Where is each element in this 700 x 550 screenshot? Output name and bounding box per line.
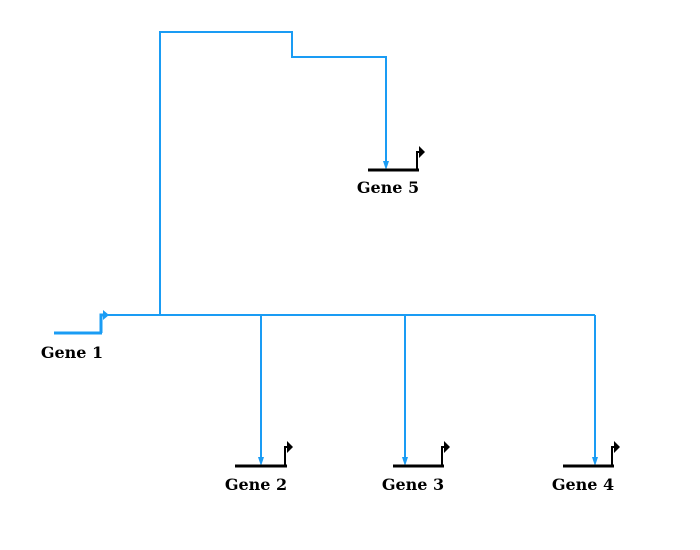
- edge-arrowheads: [258, 161, 598, 466]
- gene-1-label: Gene 1: [41, 343, 103, 362]
- gene-1: Gene 1: [41, 310, 109, 362]
- promoter-arrow-icon: [287, 441, 293, 453]
- gene-3: Gene 3: [382, 441, 450, 494]
- gene-2: Gene 2: [225, 441, 293, 494]
- gene-3-label: Gene 3: [382, 475, 444, 494]
- gene-5: Gene 5: [357, 146, 425, 197]
- promoter-arrow-icon: [419, 146, 425, 158]
- promoter-arrow-icon: [614, 441, 620, 453]
- regulation-edges: [108, 31, 596, 460]
- gene-4: Gene 4: [552, 441, 620, 494]
- gene-4-label: Gene 4: [552, 475, 614, 494]
- arrowhead-icon: [383, 161, 389, 170]
- arrowhead-icon: [258, 457, 264, 466]
- arrowhead-icon: [592, 457, 598, 466]
- gene-5-label: Gene 5: [357, 178, 419, 197]
- arrowhead-icon: [402, 457, 408, 466]
- promoter-arrow-icon: [444, 441, 450, 453]
- promoter-arrow-icon: [103, 310, 109, 320]
- gene-2-label: Gene 2: [225, 475, 287, 494]
- edge-gene1-gene5: [159, 31, 387, 315]
